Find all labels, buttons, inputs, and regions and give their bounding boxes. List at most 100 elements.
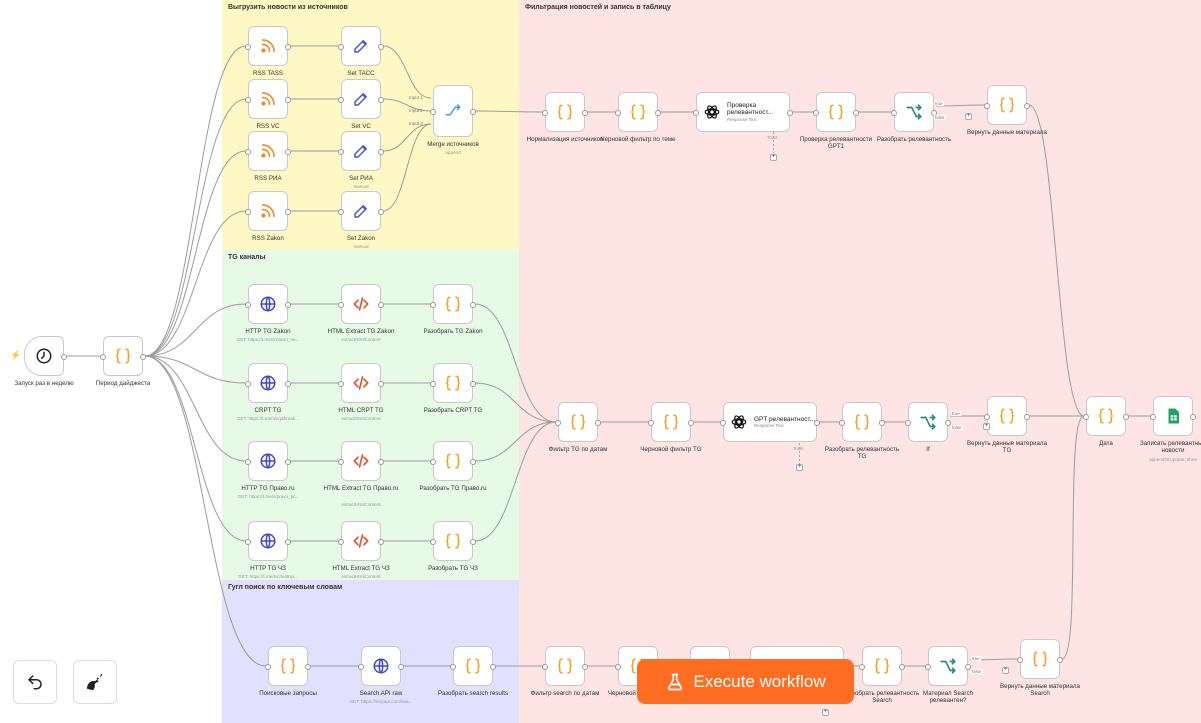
connection-line[interactable] <box>1028 104 1085 417</box>
input-port[interactable] <box>338 302 344 308</box>
output-port[interactable] <box>140 354 146 360</box>
connection-line[interactable] <box>474 382 557 423</box>
input-port[interactable] <box>245 459 251 465</box>
input-port[interactable] <box>839 420 845 426</box>
input-port[interactable] <box>245 44 251 50</box>
output-port[interactable] <box>285 459 291 465</box>
connection-line[interactable] <box>144 355 247 542</box>
input-port[interactable] <box>648 420 654 426</box>
node-parse-crpt[interactable] <box>430 363 476 403</box>
output-port[interactable] <box>490 664 496 670</box>
connection-line[interactable] <box>144 98 247 357</box>
node-parse-search-rel[interactable] <box>859 646 905 686</box>
output-port[interactable] <box>470 109 476 115</box>
node-search-queries[interactable] <box>265 646 311 686</box>
node-parse-pravo[interactable] <box>430 441 476 481</box>
output-port[interactable] <box>655 110 661 116</box>
input-port[interactable] <box>615 664 621 670</box>
input-port[interactable] <box>100 354 106 360</box>
input-port[interactable] <box>338 539 344 545</box>
input-port[interactable] <box>430 302 436 308</box>
input-port[interactable] <box>891 110 897 116</box>
input-port[interactable] <box>542 664 548 670</box>
node-parse-search[interactable] <box>450 646 496 686</box>
input-port[interactable] <box>693 110 699 116</box>
input-port[interactable] <box>905 420 911 426</box>
node-draft-tg[interactable] <box>648 402 694 442</box>
output-port[interactable] <box>470 459 476 465</box>
output-port[interactable] <box>378 44 384 50</box>
input-port[interactable] <box>245 539 251 545</box>
input-port[interactable] <box>859 664 865 670</box>
connection-line[interactable] <box>474 421 557 542</box>
output-port[interactable] <box>305 664 311 670</box>
output-port[interactable] <box>879 420 885 426</box>
input-port[interactable] <box>813 110 819 116</box>
input-port[interactable] <box>720 420 726 426</box>
input-port[interactable] <box>245 209 251 215</box>
node-parse-gpt1[interactable] <box>813 92 859 132</box>
node-sheets[interactable] <box>1150 396 1196 436</box>
node-gpt-tg[interactable]: GPT релевантност...Response Text <box>720 402 820 442</box>
output-port[interactable] <box>285 149 291 155</box>
output-port[interactable] <box>595 420 601 426</box>
output-port[interactable] <box>285 381 291 387</box>
input-port[interactable] <box>1017 657 1023 663</box>
node-draft-topic[interactable] <box>615 92 661 132</box>
input-port[interactable] <box>450 664 456 670</box>
output-port[interactable] <box>285 209 291 215</box>
node-filter-search[interactable] <box>542 646 588 686</box>
add-node-button[interactable]: + <box>983 423 990 430</box>
output-port[interactable] <box>470 302 476 308</box>
connection-line[interactable] <box>1061 415 1085 660</box>
add-node-button[interactable]: + <box>965 113 972 120</box>
input-port[interactable] <box>338 97 344 103</box>
input-port[interactable] <box>338 381 344 387</box>
node-norm[interactable] <box>542 92 588 132</box>
output-port[interactable] <box>582 110 588 116</box>
node-search-rel-q[interactable] <box>925 646 971 686</box>
input-port[interactable] <box>1083 414 1089 420</box>
output-port[interactable] <box>398 664 404 670</box>
node-rss-tass[interactable] <box>245 26 291 66</box>
output-port[interactable] <box>853 110 859 116</box>
node-return-search[interactable] <box>1017 639 1063 679</box>
input-port[interactable] <box>615 110 621 116</box>
add-tool-button[interactable]: + <box>822 709 829 716</box>
node-parse-tg-rel[interactable] <box>839 402 885 442</box>
input-port[interactable] <box>338 44 344 50</box>
connection-line[interactable] <box>144 355 247 462</box>
node-rss-zakon[interactable] <box>245 191 291 231</box>
output-port[interactable] <box>378 302 384 308</box>
input-port[interactable] <box>265 664 271 670</box>
output-port[interactable] <box>787 110 793 116</box>
node-date[interactable] <box>1083 396 1129 436</box>
output-port[interactable] <box>965 664 971 670</box>
output-port[interactable] <box>470 381 476 387</box>
node-rss-vc[interactable] <box>245 79 291 119</box>
input-port[interactable] <box>430 459 436 465</box>
output-port[interactable] <box>1024 414 1030 420</box>
node-set-ria[interactable] <box>338 131 384 171</box>
node-if[interactable] <box>905 402 951 442</box>
input-port[interactable] <box>245 302 251 308</box>
connection-line[interactable] <box>144 355 247 384</box>
node-http-pravo[interactable] <box>245 441 291 481</box>
output-port[interactable] <box>378 539 384 545</box>
node-filter-tg-dates[interactable] <box>555 402 601 442</box>
output-port[interactable] <box>378 97 384 103</box>
output-port[interactable] <box>378 209 384 215</box>
input-port[interactable] <box>338 149 344 155</box>
output-port[interactable] <box>470 539 476 545</box>
input-port[interactable] <box>245 381 251 387</box>
input-port[interactable] <box>430 109 436 115</box>
input-port[interactable] <box>245 97 251 103</box>
input-port[interactable] <box>358 664 364 670</box>
output-port[interactable] <box>285 302 291 308</box>
output-port[interactable] <box>378 149 384 155</box>
connection-line[interactable] <box>144 210 247 357</box>
connection-line[interactable] <box>144 45 247 357</box>
input-port[interactable] <box>984 103 990 109</box>
node-html-pravo[interactable] <box>338 441 384 481</box>
node-return-mat[interactable] <box>984 85 1030 125</box>
